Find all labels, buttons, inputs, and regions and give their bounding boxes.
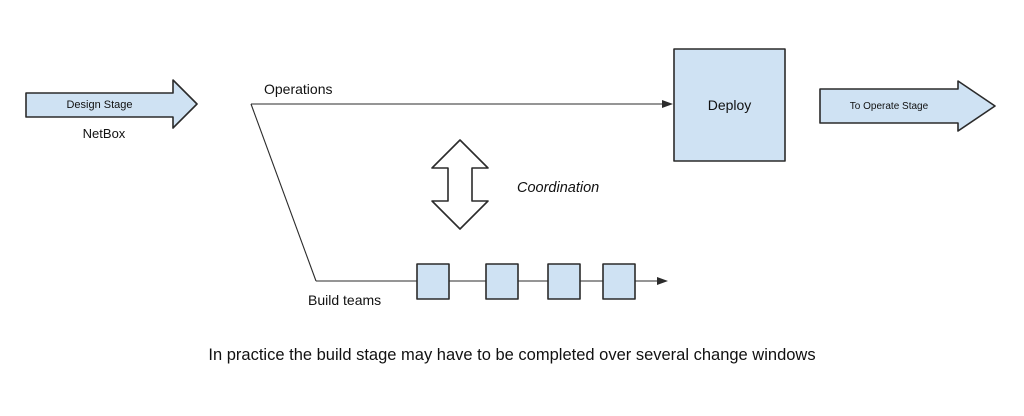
to-operate-stage-label: To Operate Stage xyxy=(849,100,929,112)
change-window-box xyxy=(602,263,636,300)
build-teams-label: Build teams xyxy=(308,292,382,308)
diagram-caption: In practice the build stage may have to … xyxy=(208,346,816,364)
deploy-label: Deploy xyxy=(707,97,752,113)
change-window-box xyxy=(485,263,519,300)
coordination-double-arrow-icon xyxy=(431,139,489,230)
operations-arrowhead xyxy=(662,100,673,108)
netbox-label: NetBox xyxy=(82,126,126,141)
design-stage-arrow xyxy=(25,79,198,129)
change-window-box xyxy=(547,263,581,300)
change-window-boxes xyxy=(416,263,636,300)
deploy-box xyxy=(673,48,786,162)
build-teams-arrowhead xyxy=(657,277,668,285)
to-operate-stage-arrow xyxy=(819,80,996,132)
fork-diagonal-line xyxy=(250,103,317,282)
coordination-label: Coordination xyxy=(517,180,600,196)
operations-label: Operations xyxy=(264,81,333,97)
design-stage-label: Design Stage xyxy=(66,98,133,111)
change-window-box xyxy=(416,263,450,300)
